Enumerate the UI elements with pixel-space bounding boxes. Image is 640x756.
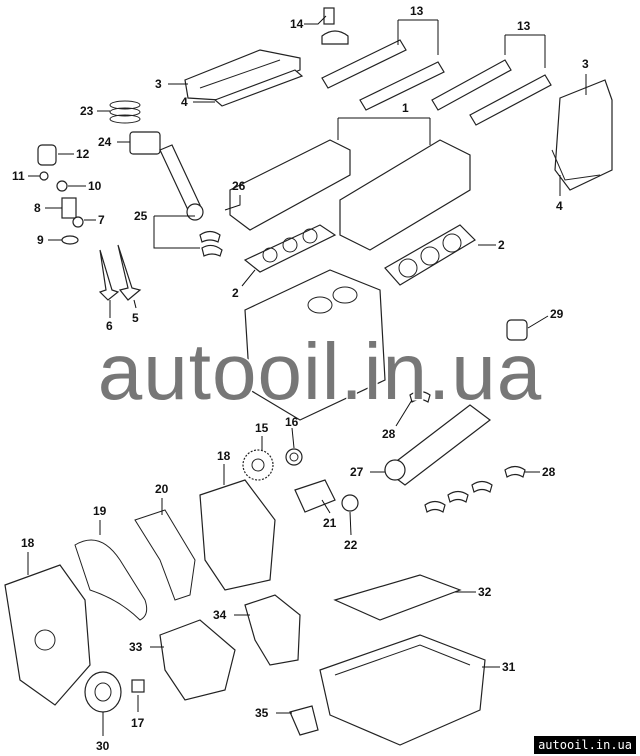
callout-17: 17	[131, 716, 145, 730]
callout-7: 7	[98, 213, 105, 227]
lifter	[37, 144, 57, 166]
cylinder-head-right	[339, 139, 471, 251]
callout-2: 2	[232, 286, 239, 300]
valves	[98, 244, 142, 301]
cam-sprocket	[242, 449, 274, 481]
callout-14: 14	[290, 17, 304, 31]
callout-15: 15	[255, 421, 269, 435]
bolt-bearing-cap	[321, 7, 349, 45]
piston	[129, 131, 161, 155]
valve-spring	[61, 197, 84, 245]
piston-rings	[109, 100, 141, 124]
callout-9: 9	[37, 233, 44, 247]
callout-28: 28	[382, 427, 396, 441]
watermark: autooil.in.ua	[96, 327, 543, 416]
callout-5: 5	[132, 311, 139, 325]
callout-2: 2	[498, 238, 505, 252]
callout-12: 12	[76, 147, 90, 161]
callout-10: 10	[88, 179, 102, 193]
oil-pan-baffle	[333, 574, 462, 621]
valve-keepers	[39, 171, 68, 192]
callout-29: 29	[550, 307, 564, 321]
rear-seal-housing	[244, 594, 301, 666]
chain-guide	[134, 509, 196, 601]
bushing	[506, 319, 528, 341]
callout-21: 21	[323, 516, 337, 530]
callout-3: 3	[155, 77, 162, 91]
callout-34: 34	[213, 608, 227, 622]
callout-11: 11	[12, 169, 25, 183]
crank-pulley	[84, 671, 122, 713]
callout-8: 8	[34, 201, 41, 215]
callout-13: 13	[517, 19, 531, 33]
oil-pickup	[289, 705, 319, 736]
callout-6: 6	[106, 319, 113, 333]
pulley-bolt	[131, 679, 145, 693]
engine-block	[244, 269, 386, 421]
callout-27: 27	[350, 465, 364, 479]
rod-bearing	[199, 230, 223, 257]
callout-32: 32	[478, 585, 492, 599]
cylinder-head-left	[229, 139, 351, 231]
callout-26: 26	[232, 179, 246, 193]
seal	[285, 448, 303, 466]
callout-18: 18	[217, 449, 231, 463]
timing-cover	[4, 564, 91, 706]
callout-13: 13	[410, 4, 424, 18]
callout-19: 19	[93, 504, 107, 518]
callout-30: 30	[96, 739, 110, 753]
valve-cover-left	[184, 49, 301, 101]
timing-chain	[74, 539, 148, 621]
callout-33: 33	[129, 640, 143, 654]
callout-28: 28	[542, 465, 556, 479]
oil-pan	[319, 634, 486, 746]
callout-numbers: 14 13 13 3 4 1 3 4 23 24 12 11 10 8 7 9 …	[12, 4, 589, 753]
camshaft	[321, 39, 552, 126]
callout-31: 31	[502, 660, 516, 674]
callout-16: 16	[285, 415, 299, 429]
valve-cover-gasket-left	[213, 69, 304, 107]
callout-35: 35	[255, 706, 269, 720]
head-gasket	[243, 224, 476, 286]
leader-lines	[27, 15, 587, 736]
callout-1: 1	[402, 101, 409, 115]
callout-25: 25	[134, 209, 148, 223]
crankshaft	[384, 404, 491, 486]
callout-20: 20	[155, 482, 169, 496]
callout-24: 24	[98, 135, 112, 149]
callout-4: 4	[556, 199, 563, 213]
callout-3: 3	[582, 57, 589, 71]
site-badge: autooil.in.ua	[534, 736, 636, 754]
valve-cover-right	[551, 79, 613, 191]
callout-23: 23	[80, 104, 94, 118]
callout-18: 18	[21, 536, 35, 550]
timing-cover-inner	[199, 479, 276, 591]
callout-22: 22	[344, 538, 358, 552]
connecting-rod	[159, 144, 204, 221]
oil-pump	[159, 619, 236, 701]
callout-4: 4	[181, 95, 188, 109]
main-bearings	[409, 390, 526, 513]
